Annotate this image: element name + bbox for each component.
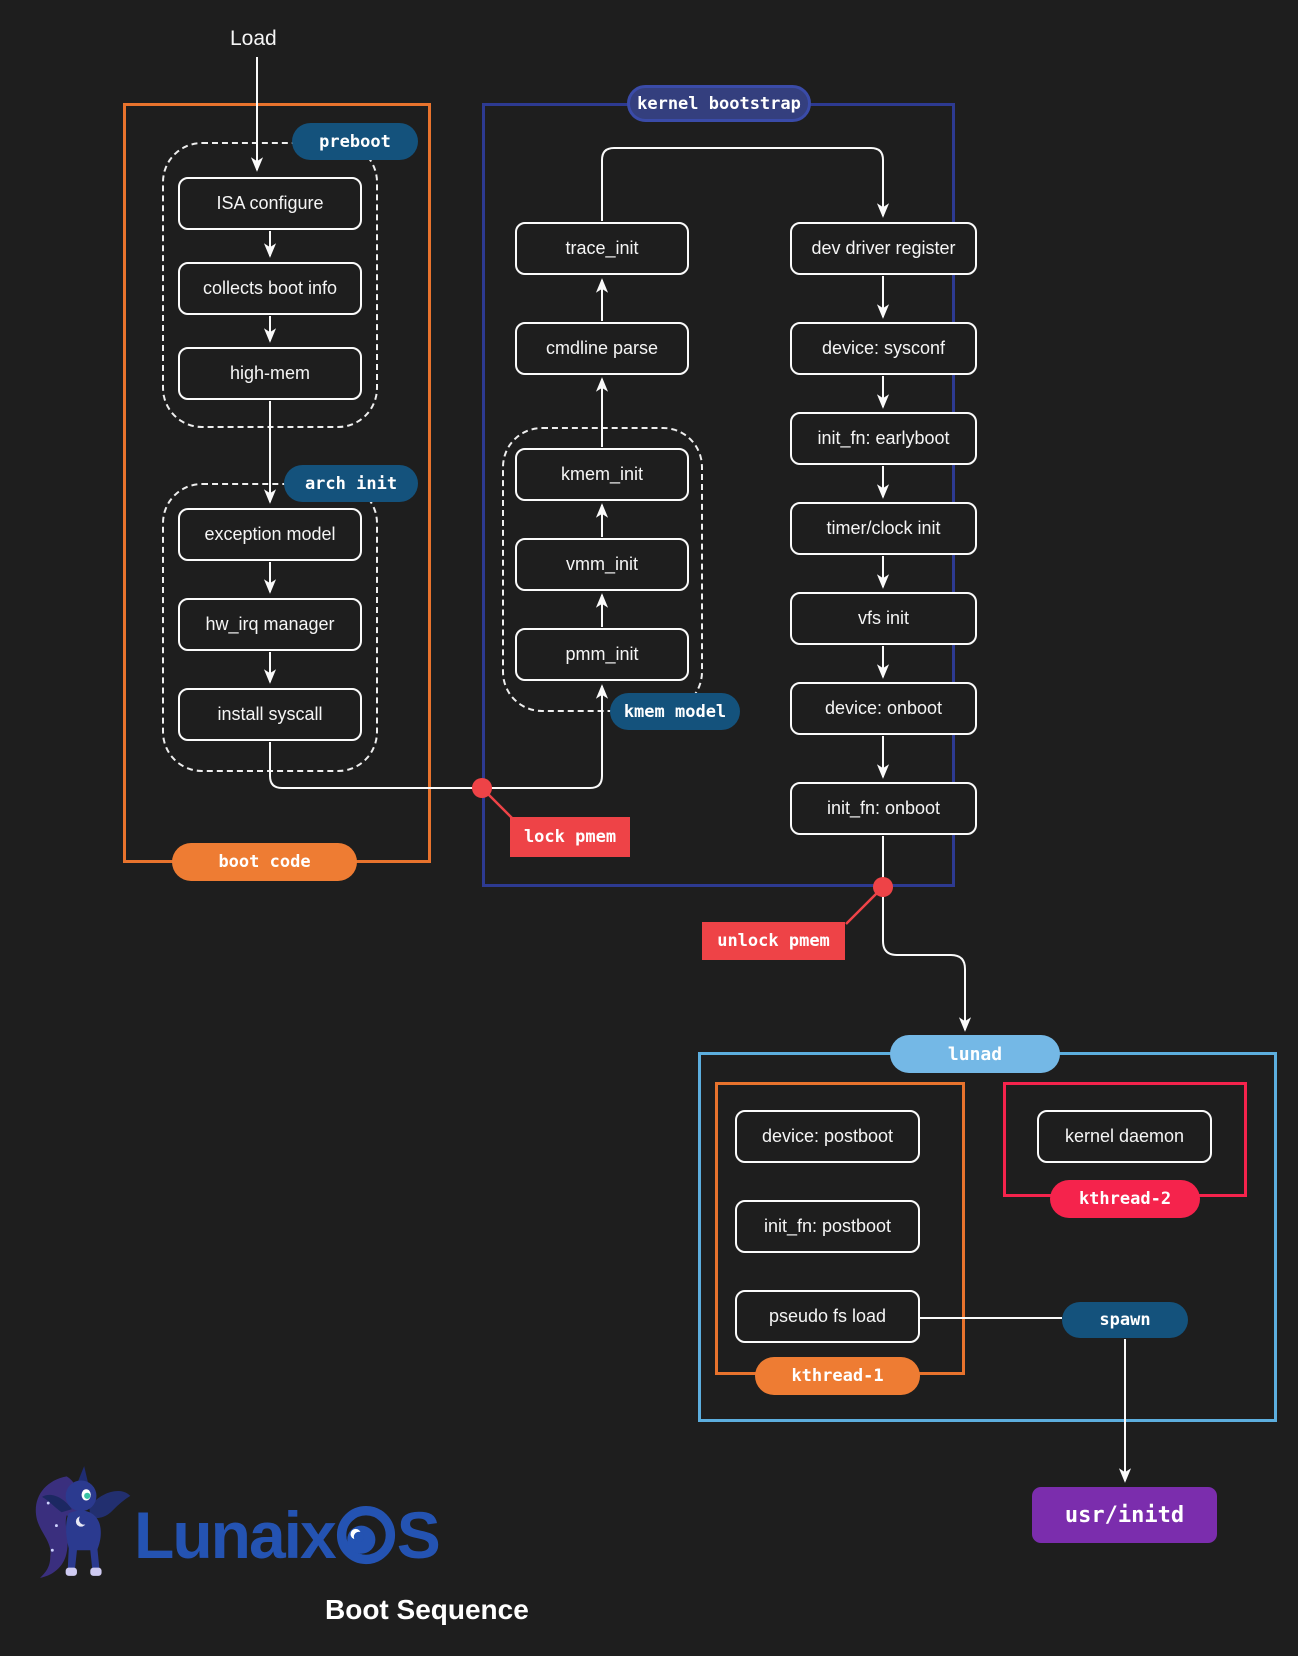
- node-kmem-init: kmem_init: [515, 448, 689, 501]
- node-collects-boot-info: collects boot info: [178, 262, 362, 315]
- lunad-label: lunad: [890, 1035, 1060, 1073]
- luna-pony-logo: [35, 1466, 131, 1578]
- node-pmm-init: pmm_init: [515, 628, 689, 681]
- load-label: Load: [230, 27, 277, 50]
- node-vmm-init: vmm_init: [515, 538, 689, 591]
- node-install-syscall: install syscall: [178, 688, 362, 741]
- node-device-onboot: device: onboot: [790, 682, 977, 735]
- lunaix-o-moon-icon: [336, 1505, 395, 1565]
- wordmark-suffix: S: [396, 1498, 441, 1572]
- kmem-model-label: kmem model: [610, 693, 740, 730]
- pony-horn: [77, 1466, 89, 1484]
- node-hw-irq-manager: hw_irq manager: [178, 598, 362, 651]
- preboot-label: preboot: [292, 123, 418, 160]
- pony-hoof-right: [90, 1567, 102, 1576]
- node-usr-initd: usr/initd: [1032, 1487, 1217, 1543]
- node-exception-model: exception model: [178, 508, 362, 561]
- kernel-bootstrap-label: kernel bootstrap: [627, 85, 811, 122]
- kthread-2-label: kthread-2: [1050, 1180, 1200, 1218]
- node-device-sysconf: device: sysconf: [790, 322, 977, 375]
- pony-head: [65, 1480, 97, 1512]
- node-isa-configure: ISA configure: [178, 177, 362, 230]
- wordmark-prefix: Lunaix: [134, 1498, 337, 1572]
- node-cmdline-parse: cmdline parse: [515, 322, 689, 375]
- mane-sparkle: [46, 1501, 50, 1505]
- kthread-1-label: kthread-1: [755, 1357, 920, 1395]
- node-timer-clock-init: timer/clock init: [790, 502, 977, 555]
- mane-sparkle: [50, 1548, 54, 1552]
- spawn-label: spawn: [1062, 1302, 1188, 1338]
- node-device-postboot: device: postboot: [735, 1110, 920, 1163]
- lock-pmem-annotation: lock pmem: [510, 817, 630, 857]
- unlock-pmem-annotation: unlock pmem: [702, 922, 845, 960]
- lunaixos-wordmark: Lunaix S: [134, 1496, 441, 1574]
- node-initfn-postboot: init_fn: postboot: [735, 1200, 920, 1253]
- node-trace-init: trace_init: [515, 222, 689, 275]
- node-high-mem: high-mem: [178, 347, 362, 400]
- pony-wing-right: [89, 1491, 131, 1519]
- pony-pupil: [84, 1492, 91, 1499]
- diagram-title: Boot Sequence: [325, 1594, 529, 1625]
- node-kernel-daemon: kernel daemon: [1037, 1110, 1212, 1163]
- pony-body: [66, 1510, 101, 1570]
- node-initfn-earlyboot: init_fn: earlyboot: [790, 412, 977, 465]
- node-pseudo-fs-load: pseudo fs load: [735, 1290, 920, 1343]
- node-initfn-onboot: init_fn: onboot: [790, 782, 977, 835]
- node-vfs-init: vfs init: [790, 592, 977, 645]
- pony-wing-left: [42, 1494, 72, 1513]
- arch-init-label: arch init: [284, 465, 418, 502]
- leader-unlock-pmem: [845, 886, 884, 925]
- boot-code-label: boot code: [172, 843, 357, 881]
- mane-sparkle: [54, 1524, 58, 1528]
- pony-crescent-cut: [79, 1514, 90, 1525]
- node-dev-driver-register: dev driver register: [790, 222, 977, 275]
- pony-hoof-left: [65, 1567, 77, 1576]
